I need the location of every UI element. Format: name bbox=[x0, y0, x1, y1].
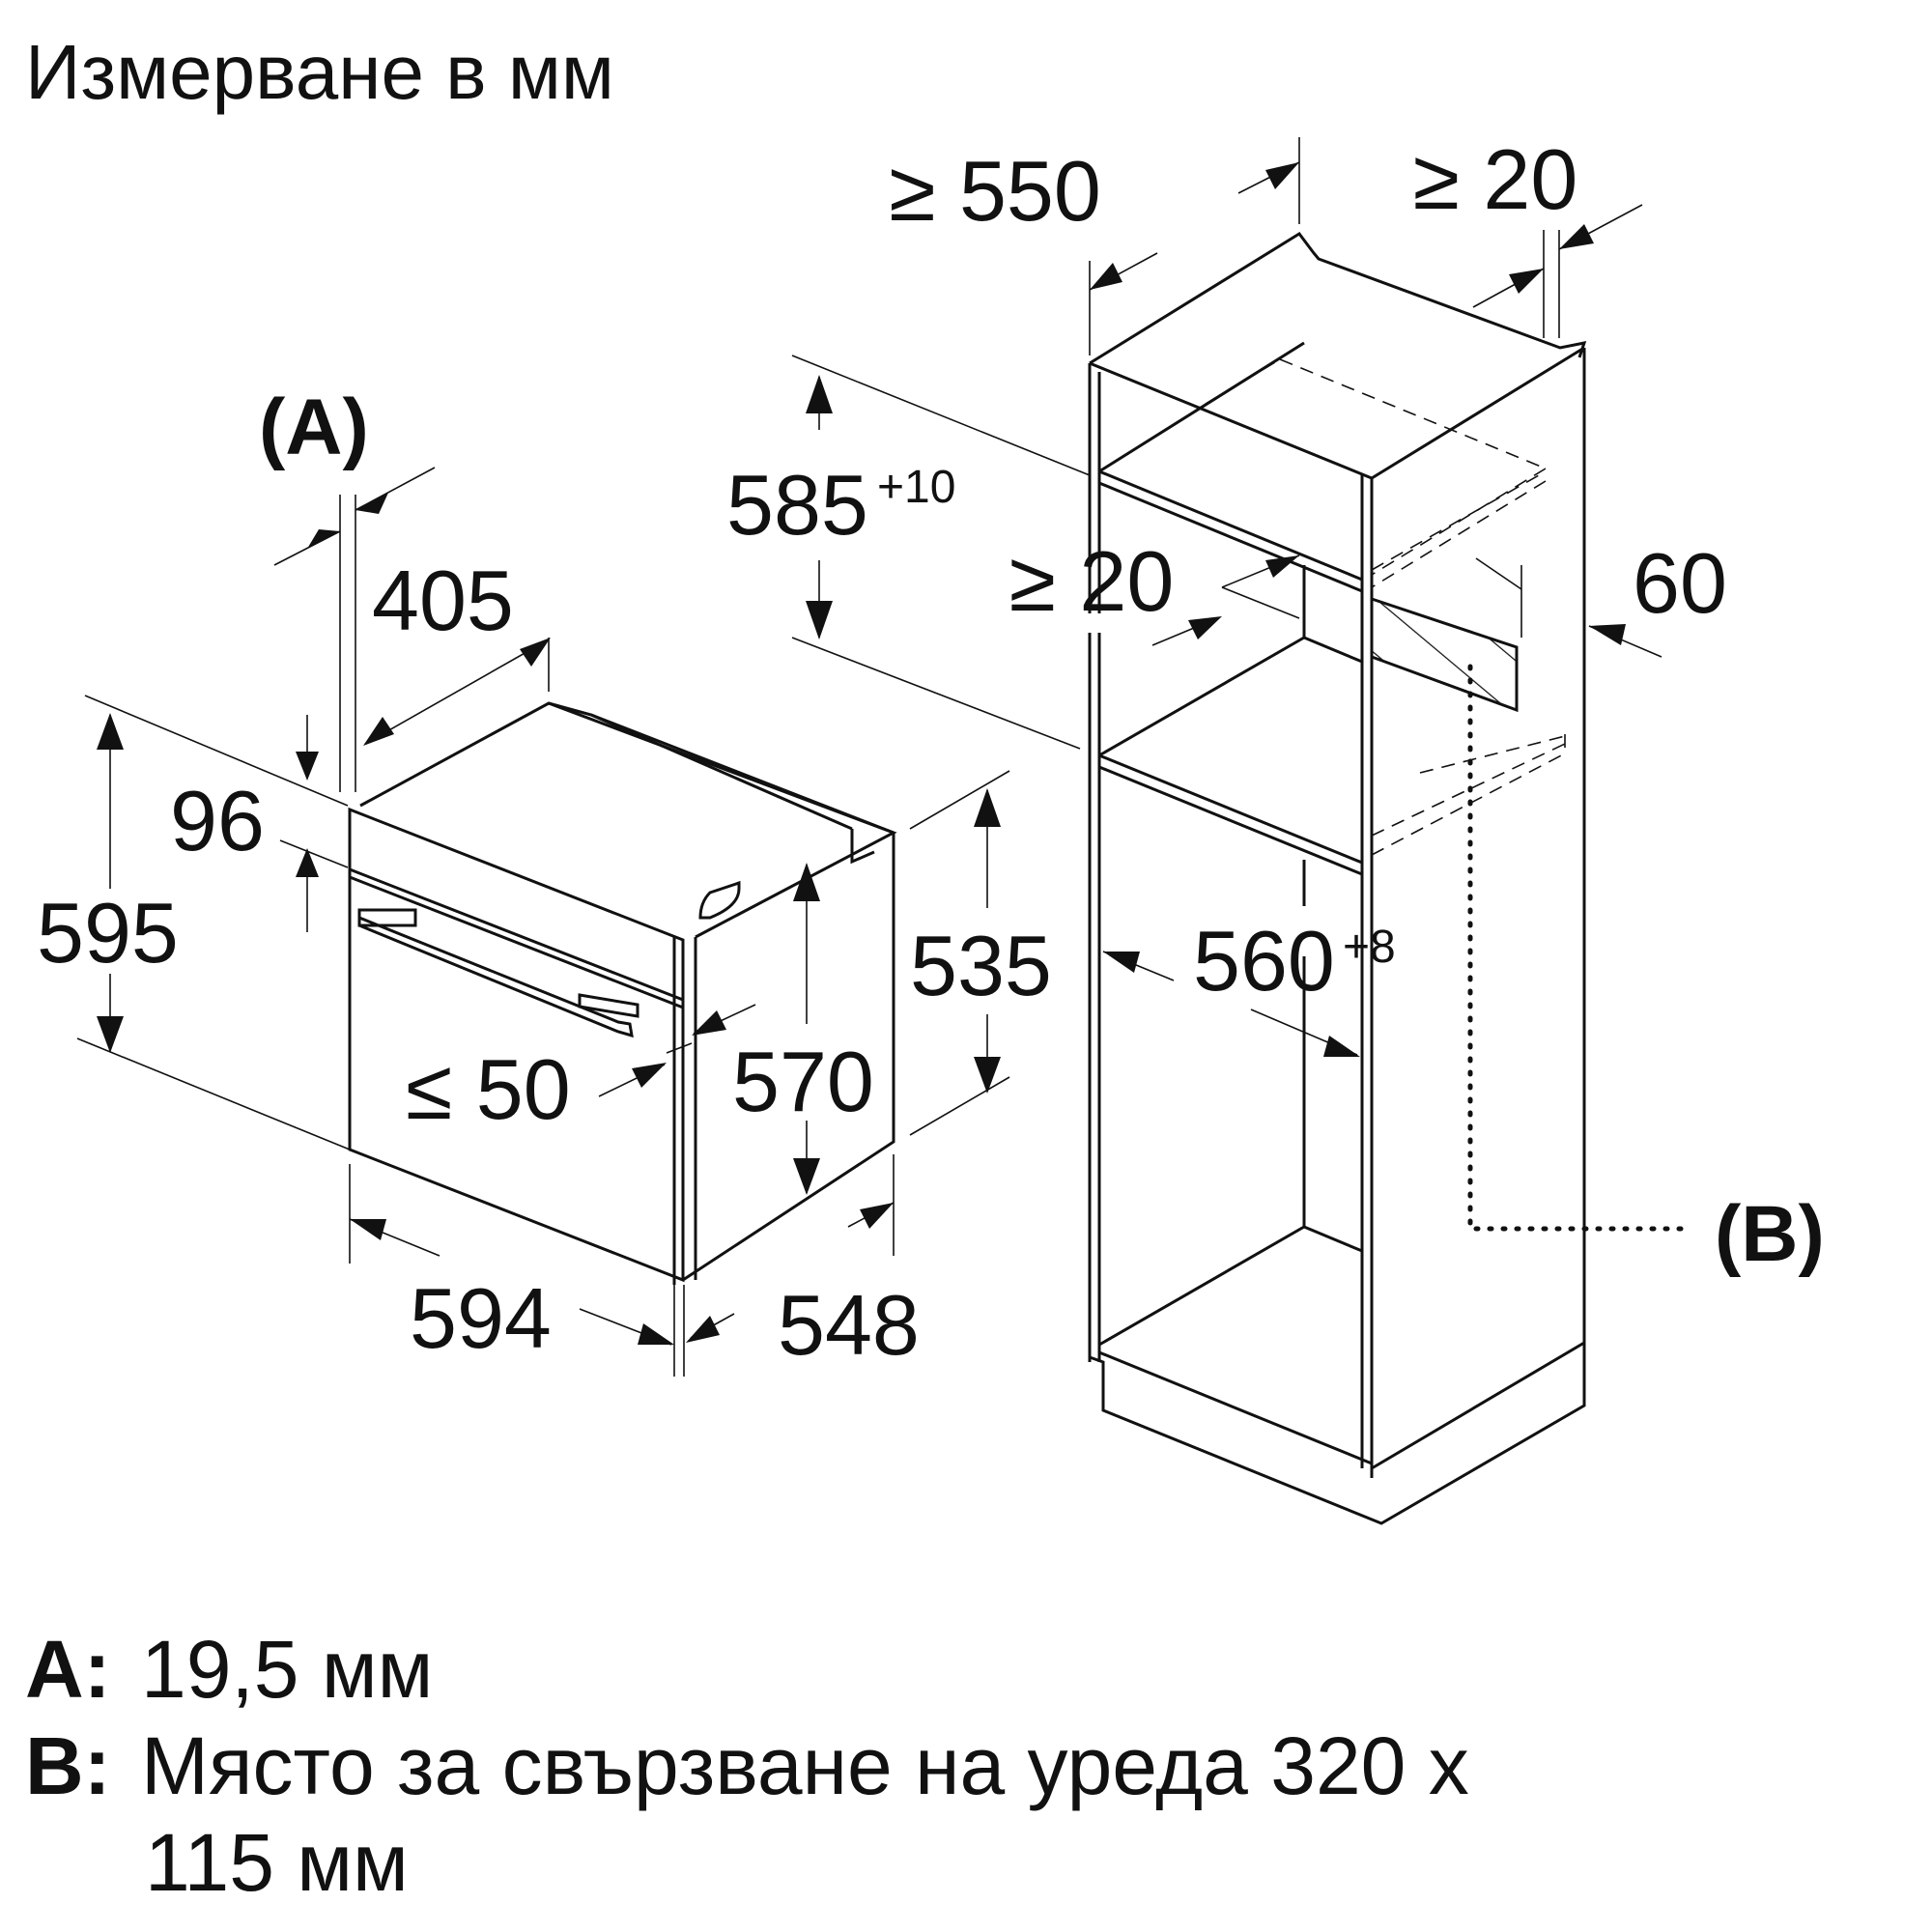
page-title: Измерване в мм bbox=[25, 29, 614, 115]
dim-le50-label: ≤ 50 bbox=[406, 1041, 571, 1137]
dim-96-label: 96 bbox=[170, 773, 265, 868]
dim-585-value: 585 bbox=[726, 457, 868, 553]
dim-535-label: 535 bbox=[910, 918, 1052, 1013]
dim-594-label: 594 bbox=[410, 1270, 552, 1366]
legend-key-a: A: bbox=[25, 1624, 111, 1715]
legend-item-b: B: Място за свързване на уреда 320 x 115 … bbox=[25, 1718, 1469, 1911]
legend-item-a: A: 19,5 мм bbox=[25, 1621, 433, 1718]
dim-60-label: 60 bbox=[1633, 535, 1727, 631]
legend-text-b: Място за свързване на уреда 320 x bbox=[141, 1720, 1469, 1811]
dim-405-label: 405 bbox=[372, 553, 514, 648]
marker-b-label: (B) bbox=[1715, 1190, 1825, 1278]
legend-text-b-continued: 115 мм bbox=[145, 1817, 409, 1908]
dim-560-tolerance: +8 bbox=[1343, 922, 1396, 973]
dim-585-label: 585 +10 bbox=[726, 457, 955, 553]
dim-548-label: 548 bbox=[778, 1277, 920, 1373]
dim-595-label: 595 bbox=[37, 885, 179, 980]
cabinet-dimension-lines bbox=[791, 137, 1662, 1057]
dim-560-value: 560 bbox=[1193, 913, 1335, 1009]
dim-570-label: 570 bbox=[732, 1034, 874, 1129]
legend-text-a: 19,5 мм bbox=[141, 1624, 434, 1715]
oven-dimension-lines bbox=[76, 467, 1010, 1377]
oven-appliance bbox=[348, 701, 897, 1285]
legend-key-b: B: bbox=[25, 1720, 111, 1811]
marker-a-label: (A) bbox=[259, 384, 369, 471]
dim-ge550-label: ≥ 550 bbox=[889, 143, 1101, 239]
dim-ge20-top-label: ≥ 20 bbox=[1413, 131, 1578, 227]
dim-585-tolerance: +10 bbox=[877, 462, 955, 513]
cabinet bbox=[1088, 232, 1689, 1525]
dim-560-label: 560 +8 bbox=[1193, 913, 1396, 1009]
dim-ge20-mid-label: ≥ 20 bbox=[1009, 533, 1175, 629]
